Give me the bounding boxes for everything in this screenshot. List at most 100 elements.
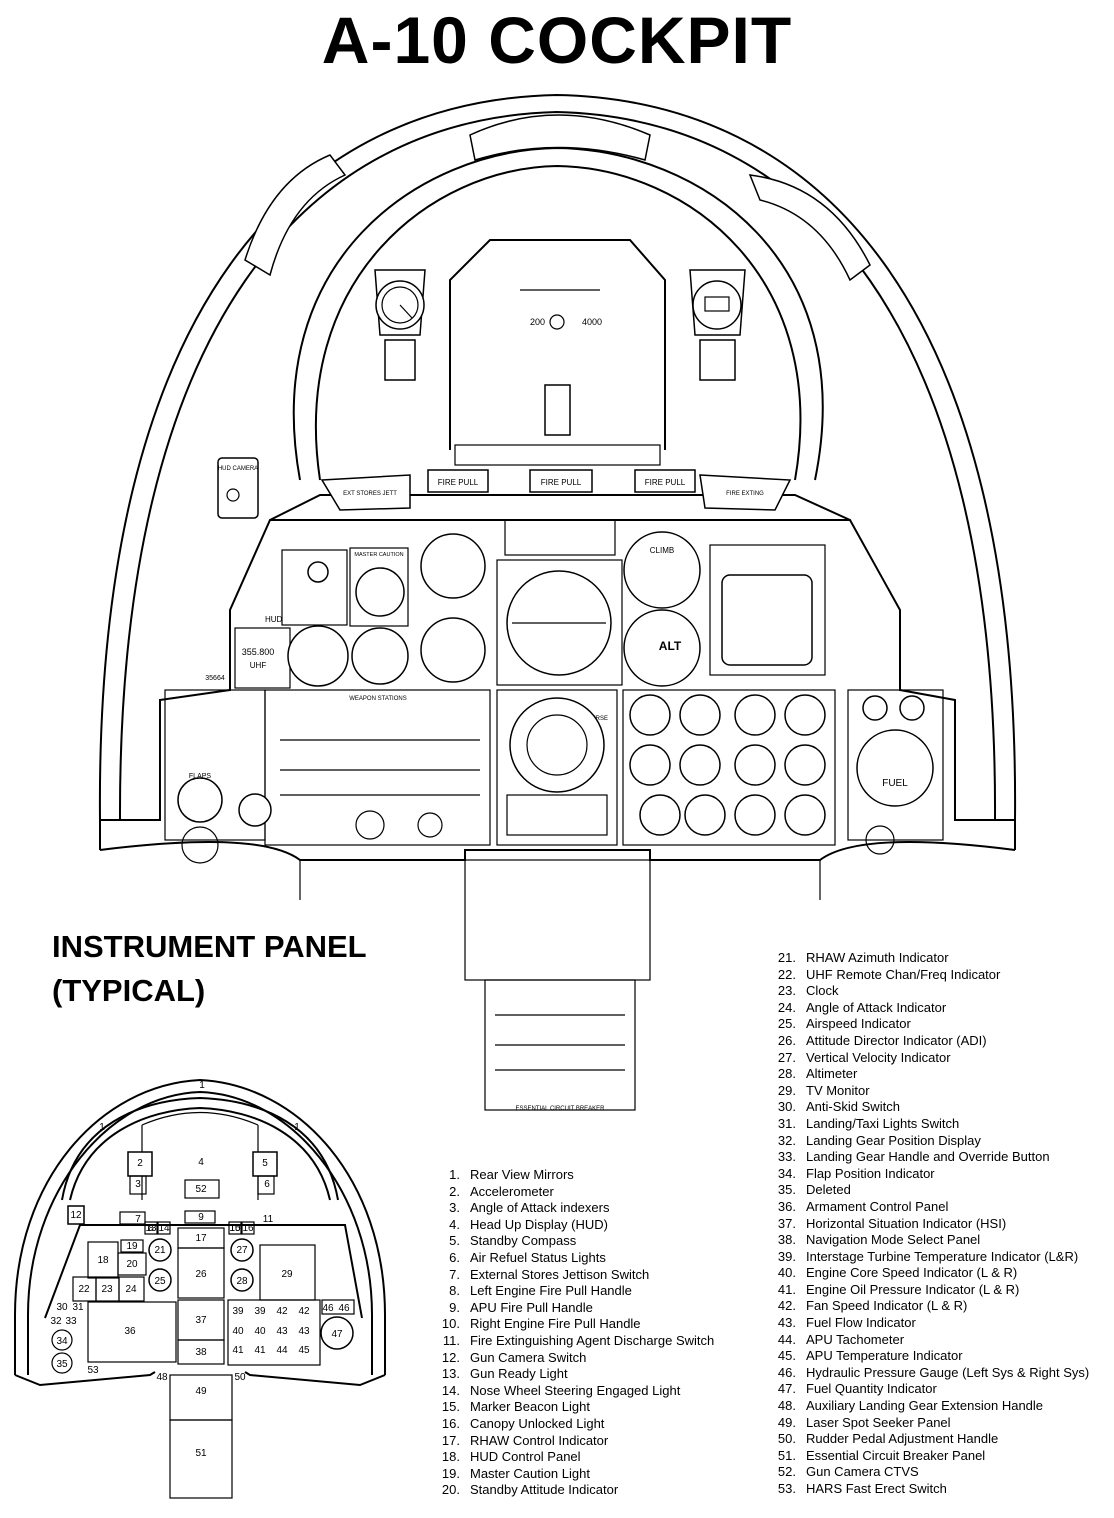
legend-number: 20. xyxy=(441,1482,460,1498)
legend-text: Interstage Turbine Temperature Indicator… xyxy=(806,1248,1079,1264)
key-number-label: 23 xyxy=(101,1284,113,1295)
legend-item: 37.Horizontal Situation Indicator (HSI) xyxy=(768,1216,1089,1233)
legend-item: 5.Standby Compass xyxy=(432,1233,714,1250)
legend-item: 23.Clock xyxy=(768,983,1089,1000)
legend-text: TV Monitor xyxy=(806,1082,870,1098)
legend-number: 1. xyxy=(449,1167,460,1182)
legend-number: 16. xyxy=(441,1415,460,1431)
legend-number: 45. xyxy=(777,1348,796,1364)
legend-text: Rudder Pedal Adjustment Handle xyxy=(806,1431,999,1447)
legend-item: 3.Angle of Attack indexers xyxy=(432,1200,714,1217)
hud-speed-readout: 200 xyxy=(530,317,545,327)
key-number-label: 5 xyxy=(262,1158,268,1169)
legend-item: 49.Laser Spot Seeker Panel xyxy=(768,1415,1089,1432)
legend-text: Deleted xyxy=(806,1182,851,1198)
legend-number: 30. xyxy=(777,1099,796,1115)
legend-text: Angle of Attack indexers xyxy=(470,1200,610,1216)
center-pedestal: ESSENTIAL CIRCUIT BREAKER xyxy=(464,859,651,1112)
key-number-label: 36 xyxy=(124,1326,136,1337)
legend-number: 36. xyxy=(777,1198,796,1214)
legend-item: 44.APU Tachometer xyxy=(768,1332,1089,1349)
legend-text: Landing/Taxi Lights Switch xyxy=(806,1115,960,1131)
key-number-label: 50 xyxy=(234,1372,246,1383)
legend-item: 35. Deleted xyxy=(768,1182,1089,1199)
upper-left-instruments: HUD MASTER CAUTION 355.800 UHF 35664 xyxy=(205,533,486,689)
key-number-label: 11 xyxy=(263,1214,274,1225)
legend-item: 25.Airspeed Indicator xyxy=(768,1016,1089,1033)
legend-text: Fuel Quantity Indicator xyxy=(806,1381,937,1397)
legend-item: 39.Interstage Turbine Temperature Indica… xyxy=(768,1249,1089,1266)
legend-item: 27.Vertical Velocity Indicator xyxy=(768,1050,1089,1067)
legend-number: 43. xyxy=(777,1315,796,1331)
legend-text: Gun Camera Switch xyxy=(470,1349,587,1365)
key-number-label: 48 xyxy=(156,1372,168,1383)
legend-text: Accelerometer xyxy=(470,1183,554,1199)
legend-item: 8. Left Engine Fire Pull Handle xyxy=(432,1283,714,1300)
legend-number: 6. xyxy=(449,1249,460,1265)
legend-item: 4.Head Up Display (HUD) xyxy=(432,1217,714,1234)
key-number-label: 1 xyxy=(199,1080,205,1091)
legend-item: 22.UHF Remote Chan/Freq Indicator xyxy=(768,967,1089,984)
legend-number: 50. xyxy=(777,1431,796,1447)
legend-number: 8. xyxy=(449,1283,460,1299)
key-number-label: 30 xyxy=(56,1302,68,1313)
legend-text: Left Engine Fire Pull Handle xyxy=(470,1283,632,1299)
legend-text: RHAW Azimuth Indicator xyxy=(806,950,949,965)
canopy-frame xyxy=(98,93,1017,821)
key-number-label: 3 xyxy=(135,1179,141,1190)
legend-text: Landing Gear Position Display xyxy=(806,1132,981,1148)
key-number-label: 41 xyxy=(232,1345,244,1356)
key-number-label: 21 xyxy=(154,1245,166,1256)
legend-number: 2. xyxy=(449,1183,460,1199)
legend-item: 26.Attitude Director Indicator (ADI) xyxy=(768,1033,1089,1050)
key-number-label: 34 xyxy=(56,1336,68,1347)
standby-compass xyxy=(689,269,746,381)
key-number-label: 43 xyxy=(298,1326,310,1337)
legend-text: Air Refuel Status Lights xyxy=(470,1249,606,1265)
legend-number: 7. xyxy=(449,1266,460,1282)
legend-text: Anti-Skid Switch xyxy=(806,1099,900,1115)
legend-text: Master Caution Light xyxy=(470,1465,590,1481)
alt-label: ALT xyxy=(659,639,682,653)
ext-stores-jett-label: EXT STORES JETT xyxy=(343,491,397,497)
legend-text: Altimeter xyxy=(806,1066,858,1082)
legend-number: 26. xyxy=(777,1032,796,1048)
key-diagram xyxy=(14,1078,386,1499)
legend-item: 32.Landing Gear Position Display xyxy=(768,1133,1089,1150)
legend-item: 51.Essential Circuit Breaker Panel xyxy=(768,1448,1089,1465)
key-number-label: 33 xyxy=(65,1316,77,1327)
master-caution-label: MASTER CAUTION xyxy=(354,552,403,558)
legend-item: 46.Hydraulic Pressure Gauge (Left Sys & … xyxy=(768,1365,1089,1382)
legend-number: 9. xyxy=(449,1299,460,1315)
apu-fire-pull-label: FIRE PULL xyxy=(541,478,582,487)
attitude-director-indicator xyxy=(496,519,623,686)
horizontal-situation-indicator: COURSE xyxy=(496,689,618,846)
hud-frame: 200 4000 xyxy=(449,239,666,466)
key-number-label: 6 xyxy=(264,1179,270,1190)
key-number-label: 20 xyxy=(126,1259,138,1270)
legend-text: APU Tachometer xyxy=(806,1331,905,1347)
legend-text: Gun Ready Light xyxy=(470,1366,568,1382)
legend-text: Armament Control Panel xyxy=(806,1198,949,1214)
legend-item: 38.Navigation Mode Select Panel xyxy=(768,1232,1089,1249)
key-number-label: 45 xyxy=(298,1345,310,1356)
key-number-label: 49 xyxy=(195,1386,207,1397)
key-number-label: 19 xyxy=(126,1241,138,1252)
legend-number: 17. xyxy=(441,1432,460,1448)
legend-text: APU Temperature Indicator xyxy=(806,1348,963,1364)
legend-text: HUD Control Panel xyxy=(470,1449,581,1465)
legend-number: 12. xyxy=(441,1349,460,1365)
legend-text: Gun Camera CTVS xyxy=(806,1464,919,1480)
legend-item: 30. Anti-Skid Switch xyxy=(768,1099,1089,1116)
legend-number: 35. xyxy=(777,1182,796,1198)
legend-number: 24. xyxy=(777,999,796,1015)
key-number-label: 1 xyxy=(294,1122,300,1133)
legend-number: 49. xyxy=(777,1414,796,1430)
legend-number: 15. xyxy=(441,1399,460,1415)
radio-call-sign: 35664 xyxy=(205,675,225,682)
legend-text: Right Engine Fire Pull Handle xyxy=(470,1316,641,1332)
key-number-label: 35 xyxy=(56,1359,68,1370)
heading-line-1: INSTRUMENT PANEL xyxy=(52,929,367,964)
key-number-label: 43 xyxy=(276,1326,288,1337)
